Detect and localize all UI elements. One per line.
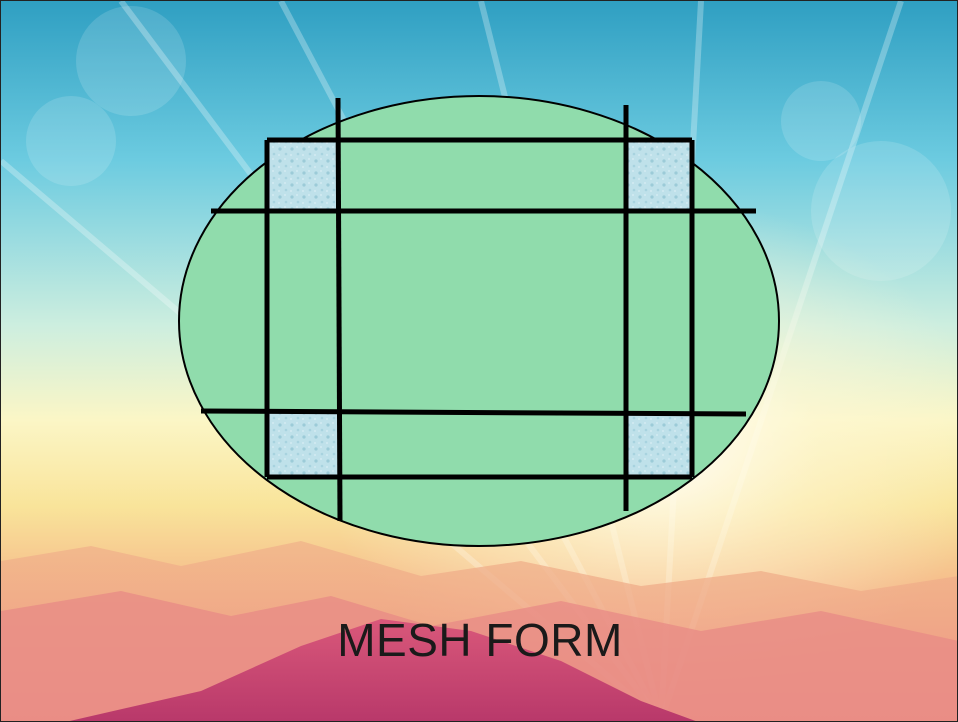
corner-tile-top-left	[267, 140, 338, 211]
slide-caption: MESH FORM	[1, 613, 958, 667]
mesh-bar-vertical-2	[338, 98, 340, 521]
corner-tile-bottom-right	[626, 413, 692, 477]
mesh-bar-horizontal-3	[201, 411, 746, 414]
corner-tile-bottom-left	[267, 413, 338, 477]
corner-tile-top-right	[626, 140, 692, 211]
